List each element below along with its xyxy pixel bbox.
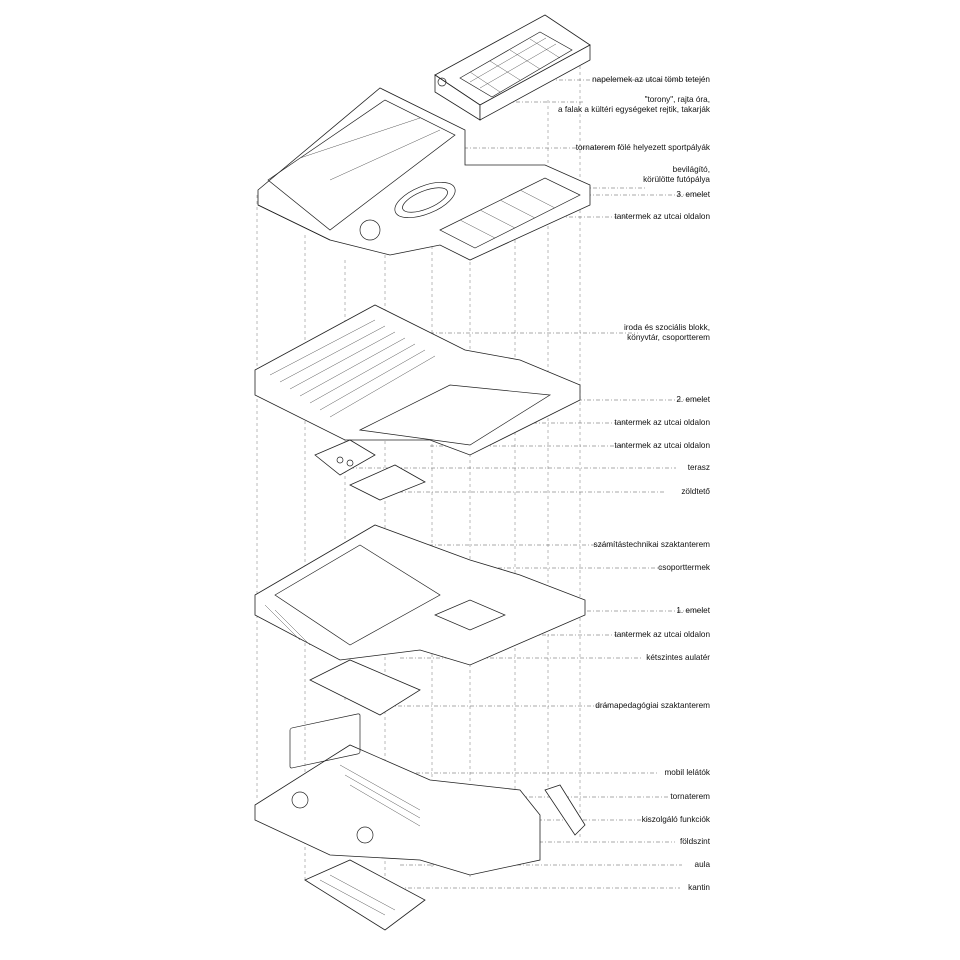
floor-3-plan — [257, 87, 591, 261]
floor-2-plan — [254, 304, 581, 501]
floor-1-plan — [254, 524, 586, 716]
tower-with-solar-panels — [434, 14, 591, 121]
ground-floor-plan — [254, 713, 586, 931]
